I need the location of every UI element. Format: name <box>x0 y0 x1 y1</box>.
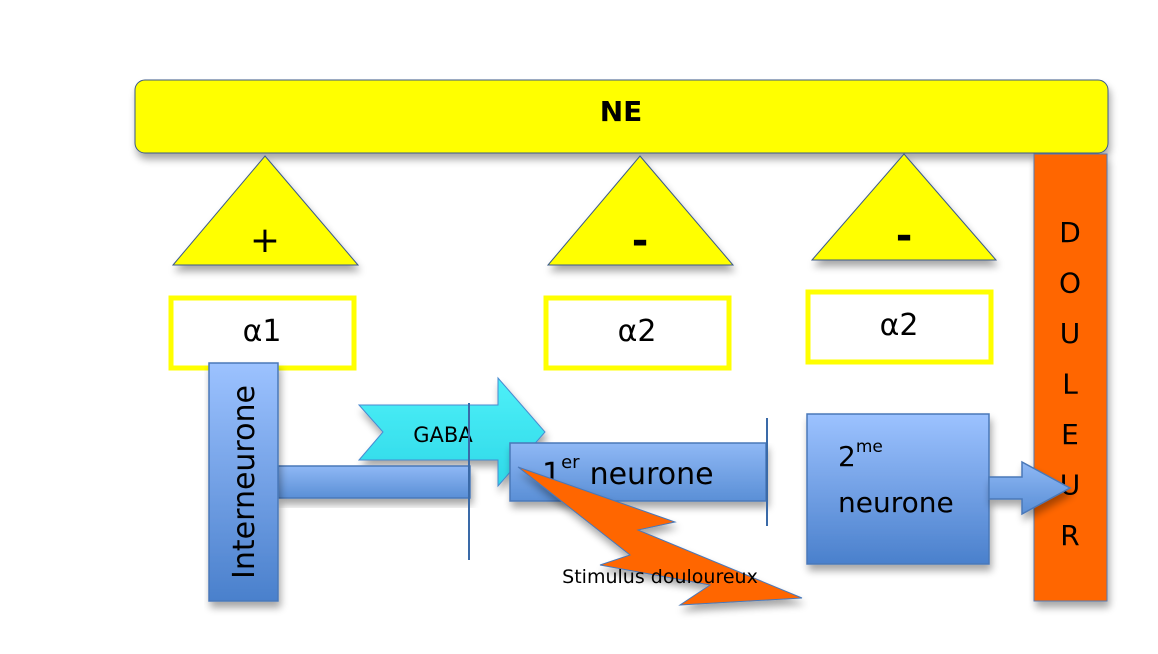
receptor-label: α2 <box>880 308 919 343</box>
ne-bar: NE <box>134 79 1109 154</box>
receptor-box-alpha1: α1 <box>168 295 357 371</box>
receptor-effect-minus-1: - <box>546 155 735 266</box>
receptor-box-alpha2-2: α2 <box>805 289 994 365</box>
receptor-label: α1 <box>243 314 282 349</box>
second-neuron-label: neurone <box>838 486 954 519</box>
second-neuron-number: 2me <box>838 437 883 473</box>
gaba-arrow: GABA <box>357 376 546 488</box>
ne-label: NE <box>600 95 643 128</box>
effect-sign: + <box>250 220 280 261</box>
receptor-box-alpha2-1: α2 <box>543 295 732 371</box>
gaba-label: GABA <box>413 423 473 447</box>
douleur-letter: U <box>1060 317 1081 350</box>
douleur-letter: E <box>1061 418 1079 451</box>
douleur-letter: D <box>1059 216 1081 249</box>
interneurone-label: Interneurone <box>227 385 262 579</box>
effect-sign: - <box>632 218 649 264</box>
stimulus-label: Stimulus douloureux <box>562 566 758 588</box>
douleur-letter: O <box>1059 267 1081 300</box>
receptor-label: α2 <box>618 314 657 349</box>
receptor-effect-plus: + <box>171 155 360 266</box>
receptor-effect-minus-2: - <box>810 153 998 261</box>
douleur-letter: U <box>1060 469 1081 502</box>
douleur-letter: R <box>1060 519 1079 552</box>
effect-sign: - <box>896 213 913 259</box>
second-neuron: 2me neurone <box>806 413 990 565</box>
stimulus-bolt-icon <box>517 466 803 606</box>
douleur-letter: L <box>1062 368 1078 401</box>
interneurone: Interneurone <box>208 362 471 602</box>
output-arrow <box>988 460 1072 516</box>
